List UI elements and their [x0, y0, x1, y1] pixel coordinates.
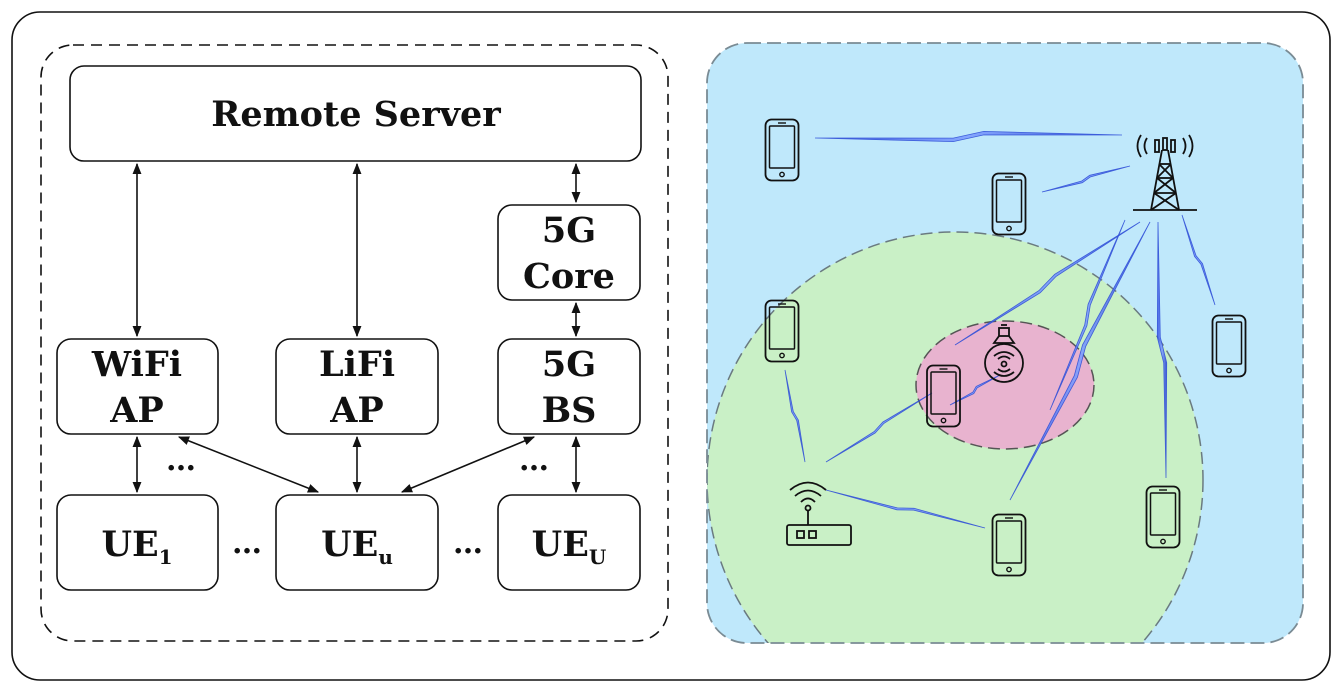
core-5g-line1: 5G	[542, 210, 596, 251]
ue-u-base: UE	[321, 524, 378, 565]
ue-U-label: UEU	[532, 524, 607, 569]
ue-U-sub: U	[589, 545, 606, 569]
lifi-coverage-area	[915, 320, 1095, 450]
wireless-link	[825, 392, 933, 463]
ue-u-node: UEu	[275, 494, 439, 591]
ue-u-sub: u	[378, 545, 393, 569]
cell-tower-icon	[1133, 134, 1197, 211]
wireless-link	[784, 369, 806, 463]
wireless-links	[784, 130, 1216, 529]
wireless-link	[825, 489, 986, 529]
remote-server-label: Remote Server	[211, 94, 501, 135]
ue-U-node: UEU	[497, 494, 641, 591]
lifi-ap-node: LiFi AP	[275, 338, 439, 435]
lifi-ap-line2: AP	[329, 390, 383, 431]
ue-U-base: UE	[532, 524, 589, 565]
remote-server-node: Remote Server	[69, 65, 642, 162]
lifi-lamp-icon	[984, 324, 1024, 383]
ellipsis-lower-right: …	[453, 526, 483, 561]
ue-u-label: UEu	[321, 524, 393, 569]
wireless-link	[1049, 219, 1126, 411]
wifi-ap-line2: AP	[109, 390, 163, 431]
wireless-link	[1009, 221, 1151, 501]
edge-bs-ueu	[400, 436, 536, 493]
wifi-router-icon	[786, 481, 852, 546]
ue-1-sub: 1	[159, 545, 173, 569]
bs-5g-line1: 5G	[542, 344, 596, 385]
ellipsis-lower-left: …	[232, 526, 262, 561]
wireless-link	[1041, 165, 1131, 193]
wireless-link	[1156, 221, 1168, 479]
wireless-link	[1181, 214, 1216, 306]
ue-1-base: UE	[101, 524, 158, 565]
scene-dashed-border	[706, 42, 1304, 644]
core-5g-node: 5G Core	[497, 204, 641, 301]
bs-5g-node: 5G BS	[497, 338, 641, 435]
ue-1-label: UE1	[101, 524, 172, 569]
ue-1-node: UE1	[56, 494, 219, 591]
lifi-ap-line1: LiFi	[319, 344, 395, 385]
ellipsis-upper-left: …	[166, 443, 196, 478]
wireless-link	[814, 130, 1123, 143]
core-5g-line2: Core	[523, 256, 615, 297]
wireless-link	[954, 221, 1141, 346]
bs-5g-line2: BS	[542, 390, 597, 431]
diagram-dashed-border	[40, 44, 669, 642]
wifi-ap-node: WiFi AP	[56, 338, 219, 435]
ellipsis-upper-right: …	[519, 443, 549, 478]
deployment-scene	[706, 42, 1304, 644]
wifi-ap-line1: WiFi	[91, 344, 182, 385]
edge-wifi-ueu	[177, 436, 320, 493]
architecture-diagram: Remote Server 5G Core WiFi AP LiFi AP 5G…	[40, 44, 669, 642]
